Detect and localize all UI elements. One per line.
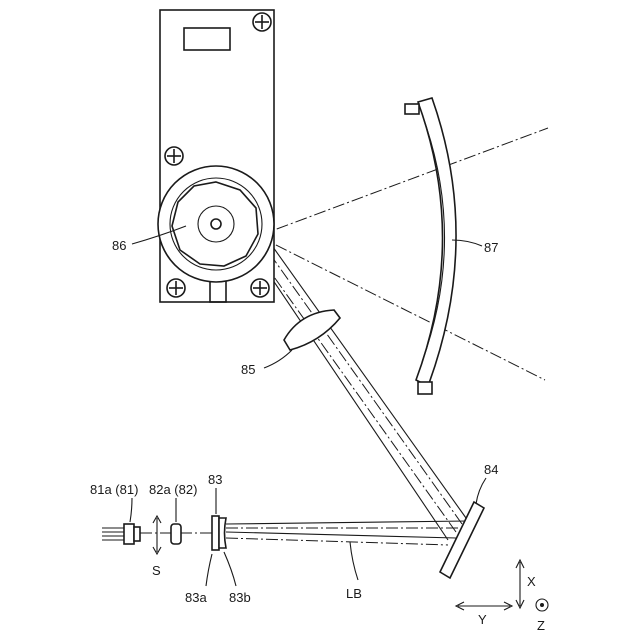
screw-top-right-icon — [253, 13, 271, 31]
beam-lb-c — [226, 538, 448, 545]
mirror-tab-top — [405, 104, 419, 114]
leader-81a — [130, 498, 132, 522]
leader-85 — [264, 350, 292, 368]
fold-mirror-84 — [440, 502, 484, 578]
beam-lb-d — [226, 521, 468, 524]
screw-bottom-left-icon — [167, 279, 185, 297]
z-axis-dot — [540, 603, 544, 607]
label-x: X — [527, 574, 536, 589]
label-lb: LB — [346, 586, 362, 601]
leader-lb — [350, 542, 358, 580]
leader-83a — [206, 554, 212, 586]
projection-line-upper — [258, 128, 548, 236]
label-z: Z — [537, 618, 545, 633]
label-s: S — [152, 563, 161, 578]
beam-84-86-d — [258, 226, 466, 518]
label-86: 86 — [112, 238, 126, 253]
label-82a: 82a (82) — [149, 482, 197, 497]
label-85: 85 — [241, 362, 255, 377]
mirror-tab-bottom — [418, 382, 432, 394]
labels: 86 87 85 84 81a (81) 82a (82) 83 S 83a 8… — [90, 238, 545, 633]
label-y: Y — [478, 612, 487, 627]
leader-83b — [224, 552, 236, 586]
element-83 — [212, 516, 226, 550]
screw-mid-left-icon — [165, 147, 183, 165]
screw-bottom-right-icon — [251, 279, 269, 297]
lens-82 — [171, 524, 181, 544]
fold-mirror-body — [440, 502, 484, 578]
leader-84 — [476, 478, 486, 504]
label-84: 84 — [484, 462, 498, 477]
beam-lb-b — [226, 532, 456, 538]
element-83a — [212, 516, 219, 550]
laser-source-81 — [102, 524, 140, 544]
label-83a: 83a — [185, 590, 207, 605]
source-can — [124, 524, 134, 544]
label-81a: 81a (81) — [90, 482, 138, 497]
curved-mirror-87 — [405, 98, 456, 394]
s-direction-arrow — [153, 516, 161, 554]
scanner-module-86 — [158, 10, 274, 302]
label-83b: 83b — [229, 590, 251, 605]
beam-84-86-b — [254, 252, 448, 540]
projection-line-lower — [258, 236, 545, 380]
mirror-body — [416, 98, 456, 386]
label-87: 87 — [484, 240, 498, 255]
collimator-lens — [171, 524, 181, 544]
polygon-mirror — [172, 182, 258, 266]
source-window — [134, 527, 140, 541]
label-83: 83 — [208, 472, 222, 487]
element-83b — [219, 518, 226, 548]
